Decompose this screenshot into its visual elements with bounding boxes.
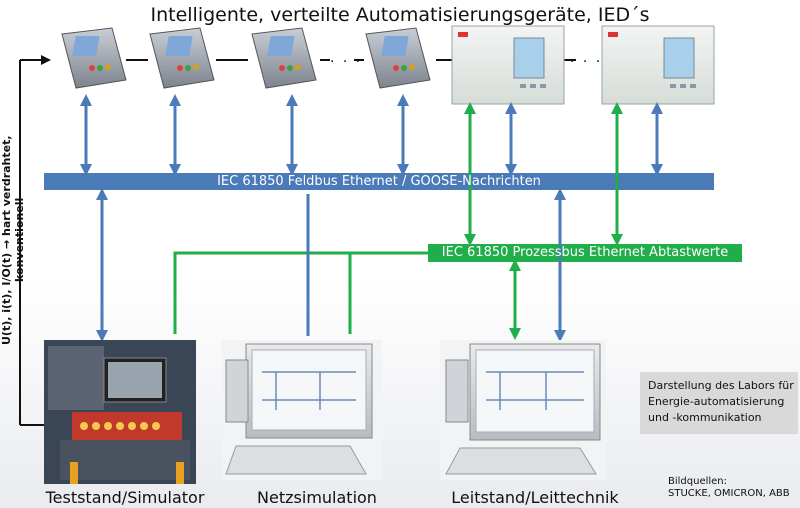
credits-sources: STUCKE, OMICRON, ABB: [668, 488, 790, 499]
caption-teststand: Teststand/Simulator: [45, 488, 205, 507]
feldbus-station-links: [96, 188, 566, 342]
diagram-title: Intelligente, verteilte Automatisierungs…: [150, 4, 650, 26]
ied-device-2: [149, 27, 215, 89]
lab-description-line-1: Darstellung des Labors für: [648, 379, 794, 392]
prozessbus-ied-links: [464, 102, 623, 246]
feldbus-bar: [44, 173, 714, 190]
lab-description-line-3: und -kommunikation: [648, 411, 762, 424]
prozessbus-bar: [428, 244, 742, 262]
teststand-image: [44, 340, 196, 484]
ied-device-1: [61, 27, 127, 89]
credits-heading: Bildquellen:: [668, 476, 728, 487]
hardwired-connection: [19, 55, 51, 426]
image-credits: Bildquellen: STUCKE, OMICRON, ABB: [668, 476, 790, 500]
prozessbus-label: IEC 61850 Prozessbus Ethernet Abtastwert…: [441, 245, 729, 260]
feldbus-ied-links: [80, 94, 663, 176]
ied-ellipsis-1: · · ·: [330, 54, 363, 70]
ied-device-4: [365, 27, 431, 89]
netzsimulation-image: [222, 340, 382, 480]
caption-netzsimulation: Netzsimulation: [257, 488, 377, 507]
lab-description-box: Darstellung des Labors für Energie-autom…: [640, 372, 798, 434]
caption-leitstand: Leitstand/Leittechnik: [451, 488, 619, 507]
leitstand-image: [440, 340, 606, 480]
prozessbus-teststand-link: [173, 251, 521, 340]
ied-ellipsis-2: · · ·: [570, 54, 603, 70]
feldbus-label: IEC 61850 Feldbus Ethernet / GOOSE-Nachr…: [217, 174, 541, 189]
ied-device-5: [451, 25, 565, 105]
lab-description-line-2: Energie-automatisierung: [648, 395, 785, 408]
ied-device-3: [251, 27, 317, 89]
ied-device-6: [601, 25, 715, 105]
